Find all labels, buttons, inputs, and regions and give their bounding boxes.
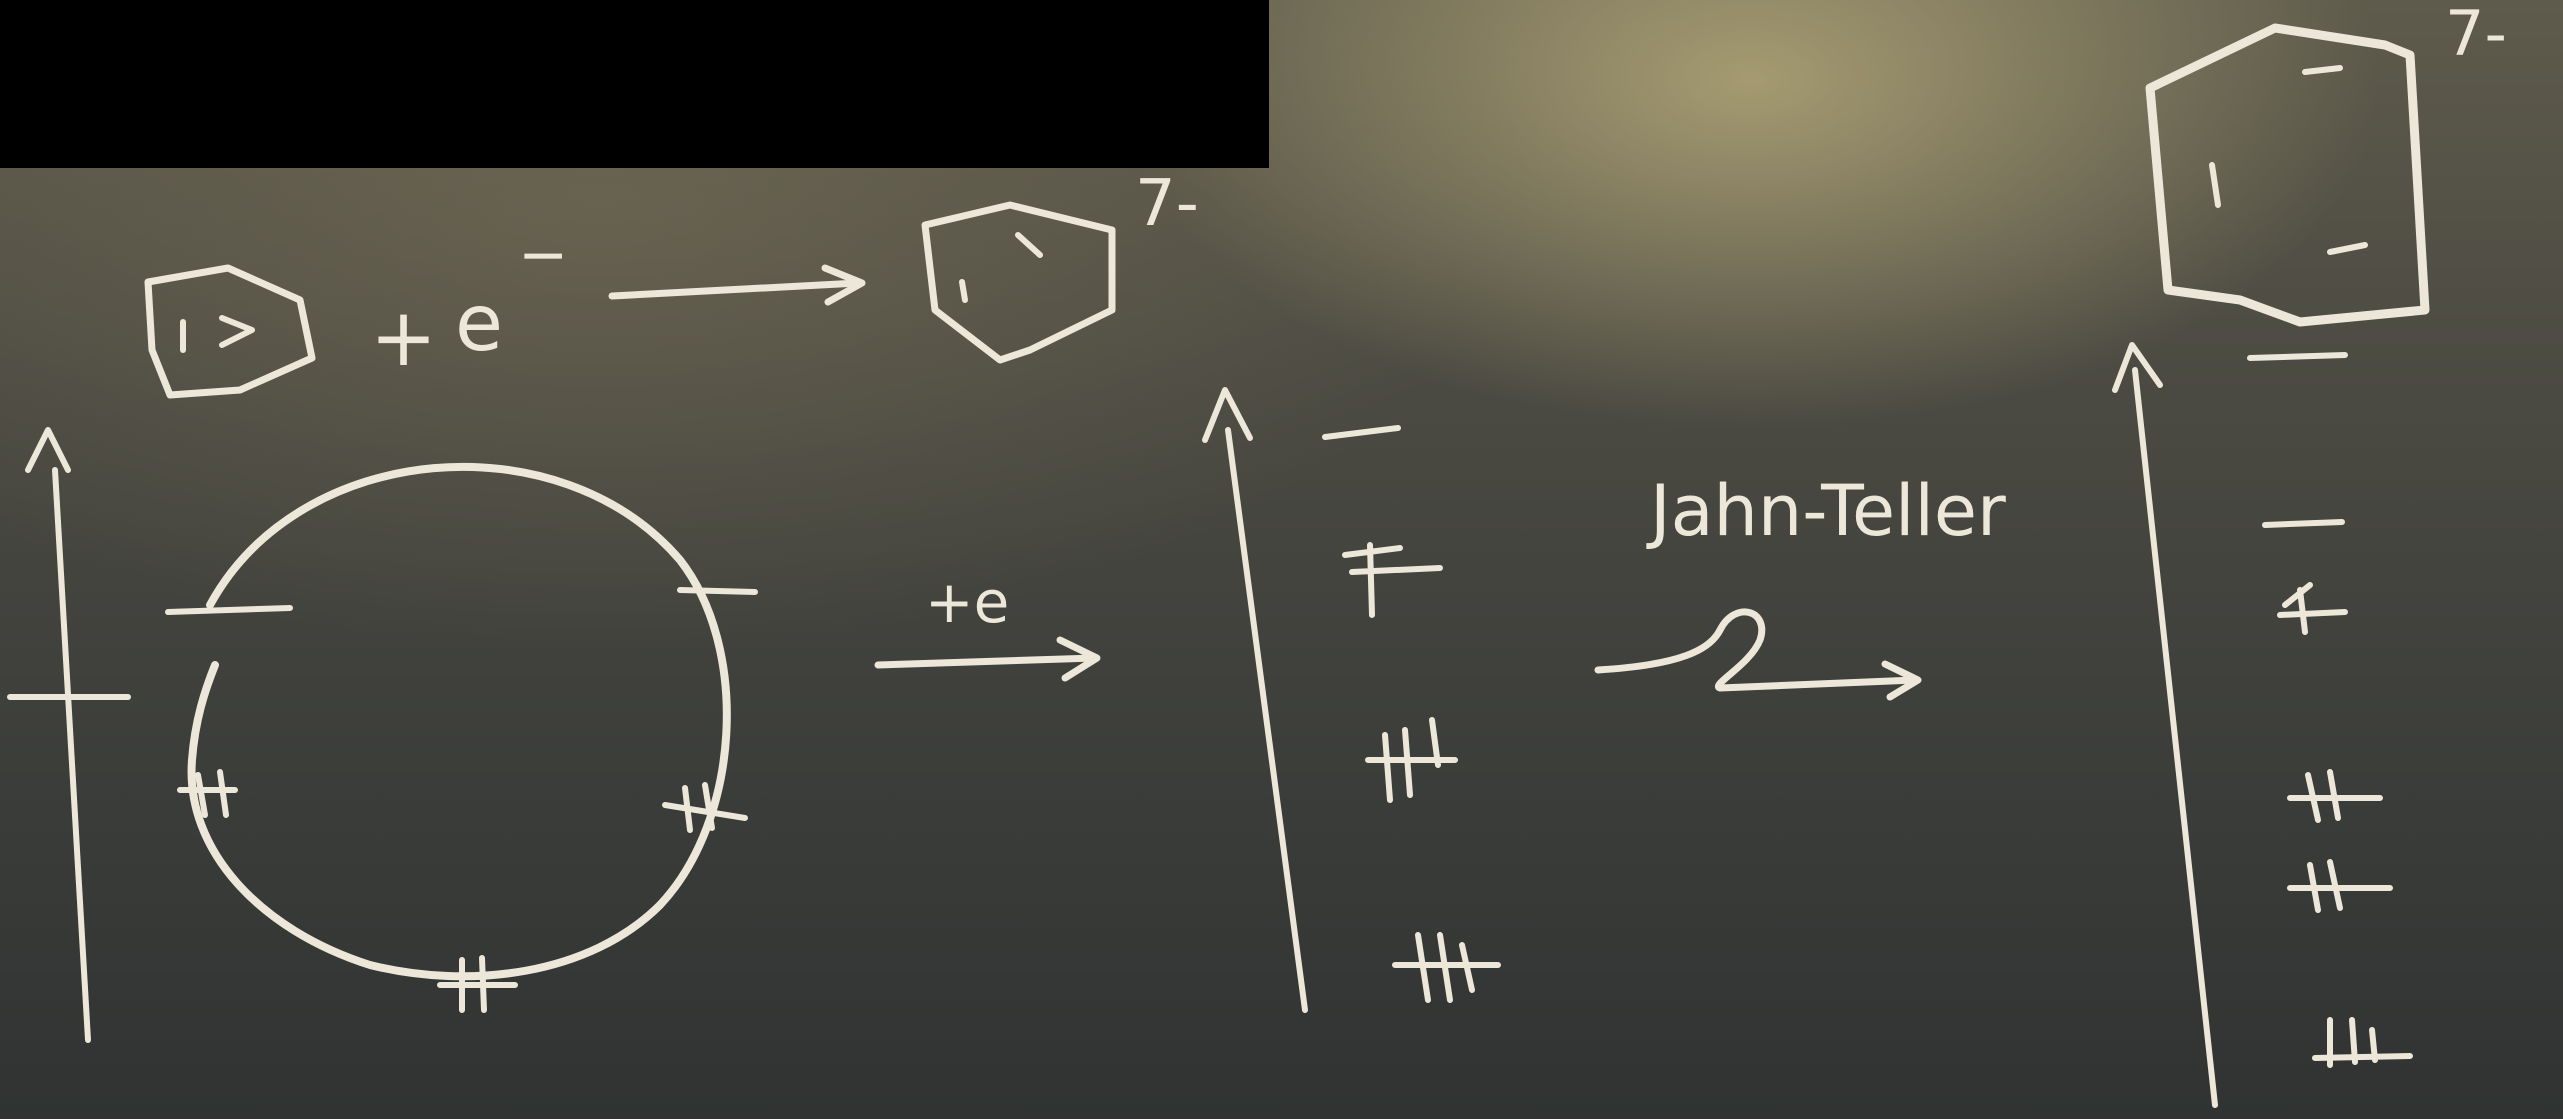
distorted-charge-label: 7- (2445, 0, 2507, 70)
energy-axis-2 (1202, 387, 1308, 1013)
electron-symbol: e (455, 279, 503, 369)
add-electron-label: +e (925, 568, 1009, 636)
electron-charge: − (518, 220, 568, 290)
reactant-ring (144, 264, 316, 399)
plus-sign: + (370, 291, 437, 384)
anion-ring (921, 201, 1116, 364)
axis-2-levels (1322, 425, 1501, 1003)
jahn-teller-label: Jahn-Teller (1646, 470, 2006, 552)
reaction-arrow (608, 264, 866, 306)
jahn-teller-arrow (1594, 608, 1922, 701)
redaction-block (0, 0, 1269, 168)
add-electron-arrow (874, 636, 1101, 682)
anion-charge-label: 7- (1135, 167, 1199, 241)
distorted-ring (2145, 23, 2430, 327)
frost-levels (165, 587, 758, 1013)
energy-axis-1 (7, 427, 131, 1043)
energy-axis-3 (2112, 342, 2218, 1108)
frost-circle (187, 462, 731, 981)
axis-3-levels (2247, 352, 2413, 1068)
